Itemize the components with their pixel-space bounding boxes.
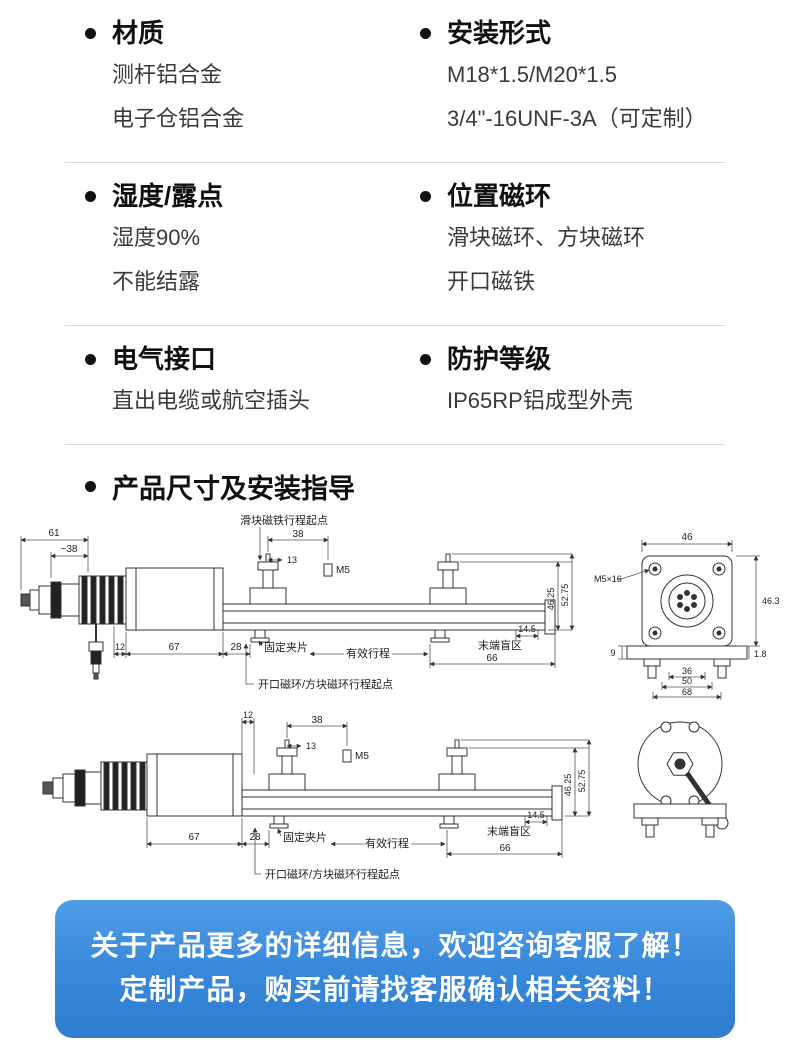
dim-46: 46: [681, 532, 693, 543]
dim-28: 28: [249, 832, 261, 843]
dim-46-25: 46.25: [563, 774, 573, 797]
divider: [65, 162, 725, 163]
dim-50: 50: [682, 676, 692, 686]
spec-line: IP65RP铝成型外壳: [447, 388, 633, 413]
dim-61: 61: [48, 528, 60, 539]
bullet-icon: [85, 481, 96, 492]
spec-line: 湿度90%: [112, 225, 201, 250]
bullet-icon: [420, 27, 431, 39]
spec-line: 直出电缆或航空插头: [112, 388, 311, 413]
dim-38: 38: [311, 715, 323, 726]
dimension-labels: 46 M5×16 46.3 9 1.8 36 50 68: [594, 532, 780, 697]
contact-banner: 关于产品更多的详细信息，欢迎咨询客服了解！ 定制产品，购买前请找客服确认相关资料…: [55, 900, 735, 1038]
spec-row-3: 电气接口 直出电缆或航空插头 防护等级 IP65RP铝成型外壳: [0, 326, 790, 444]
dim-m5: M5: [336, 565, 350, 576]
dim-28: 28: [230, 642, 242, 653]
divider: [65, 444, 725, 445]
clamp-outline: [633, 721, 729, 838]
spec-line: 不能结露: [112, 269, 201, 294]
label-fixing-clip: 固定夹片: [283, 830, 327, 844]
dimension-lines: [20, 527, 575, 685]
drawing-flange-end-view: 46 M5×16 46.3 9 1.8 36 50 68: [594, 532, 780, 700]
spec-protection: 防护等级 IP65RP铝成型外壳: [420, 342, 770, 420]
dim-66: 66: [499, 843, 511, 854]
spec-line: 测杆铝合金: [112, 62, 223, 87]
bullet-icon: [85, 27, 96, 39]
dimension-drawings: 滑块磁铁行程起点 61 ~38 38 13 M5 12 67 28 固定夹片 有…: [0, 512, 790, 890]
spec-title-electrical: 电气接口: [112, 344, 217, 374]
dim-9: 9: [610, 648, 615, 658]
dim-66: 66: [486, 653, 498, 664]
section-title: 产品尺寸及安装指导: [112, 474, 355, 504]
dim-38: 38: [292, 529, 304, 540]
sensor-outline: [20, 553, 556, 680]
spec-line: M18*1.5/M20*1.5: [447, 62, 617, 87]
spec-row-1: 材质 测杆铝合金 电子仓铝合金 安装形式 M18*1.5/M20*1.5 3/4…: [0, 0, 790, 162]
dim-14-5: 14.5: [527, 810, 545, 820]
dim-13: 13: [306, 741, 316, 751]
spec-row-2: 湿度/露点 湿度90% 不能结露 位置磁环 滑块磁环、方块磁环 开口磁铁: [0, 163, 790, 325]
label-fixing-clip: 固定夹片: [264, 640, 308, 654]
drawing-sensor-cable-variant: 滑块磁铁行程起点 61 ~38 38 13 M5 12 67 28 固定夹片 有…: [20, 514, 575, 691]
spec-line: 滑块磁环、方块磁环: [447, 225, 646, 250]
spec-title-humidity: 湿度/露点: [112, 181, 224, 211]
dim-1-8: 1.8: [754, 649, 767, 659]
spec-line: 3/4"-16UNF-3A（可定制）: [447, 106, 707, 131]
drawing-clamp-end-view: [633, 721, 729, 838]
dim-68: 68: [682, 687, 692, 697]
spec-title-magnet-ring: 位置磁环: [447, 181, 552, 211]
spec-line: 开口磁铁: [447, 269, 536, 294]
dim-46-25: 46.25: [546, 588, 556, 611]
label-end-blind-zone: 末端盲区: [478, 638, 522, 652]
spec-magnet-ring: 位置磁环 滑块磁环、方块磁环 开口磁铁: [420, 179, 770, 301]
label-end-blind-zone: 末端盲区: [487, 824, 531, 838]
dim-67: 67: [168, 642, 180, 653]
spec-title-protection: 防护等级: [447, 344, 552, 374]
label-effective-stroke: 有效行程: [365, 836, 409, 850]
drawing-sensor-plug-variant: 12 38 13 M5 67 28 固定夹片 有效行程 末端盲区 14.5 66…: [42, 710, 592, 881]
spec-humidity: 湿度/露点 湿度90% 不能结露: [85, 179, 420, 301]
label-ring-stroke-start: 开口磁环/方块磁环行程起点: [258, 677, 393, 691]
bullet-icon: [420, 353, 431, 365]
dim-13: 13: [287, 555, 297, 565]
dim-67: 67: [188, 832, 200, 843]
spec-mounting: 安装形式 M18*1.5/M20*1.5 3/4"-16UNF-3A（可定制）: [420, 16, 770, 138]
dim-m5x16: M5×16: [594, 574, 622, 584]
dimension-labels: 12 38 13 M5 67 28 固定夹片 有效行程 末端盲区 14.5 66…: [188, 710, 587, 881]
spec-line: 电子仓铝合金: [112, 106, 245, 131]
dim-38-approx: ~38: [61, 544, 78, 555]
dim-52-75: 52.75: [560, 584, 570, 607]
bullet-icon: [420, 190, 431, 202]
dimension-lines: [617, 540, 760, 700]
dim-52-75: 52.75: [577, 770, 587, 793]
dim-m5: M5: [355, 751, 369, 762]
spec-title-material: 材质: [112, 18, 165, 48]
sensor-outline: [42, 739, 563, 829]
dim-46-3: 46.3: [762, 596, 780, 606]
banner-line-1: 关于产品更多的详细信息，欢迎咨询客服了解！: [90, 930, 700, 961]
flange-outline: [626, 555, 748, 679]
bullet-icon: [85, 190, 96, 202]
banner-line-2: 定制产品，购买前请找客服确认相关资料！: [119, 974, 671, 1005]
dim-14-5: 14.5: [518, 624, 536, 634]
bullet-icon: [85, 353, 96, 365]
dim-36: 36: [682, 666, 692, 676]
dimension-lines: [146, 718, 592, 875]
dimension-labels: 滑块磁铁行程起点 61 ~38 38 13 M5 12 67 28 固定夹片 有…: [48, 514, 570, 691]
section-header: 产品尺寸及安装指导: [0, 445, 790, 512]
label-effective-stroke: 有效行程: [346, 646, 390, 660]
spec-electrical: 电气接口 直出电缆或航空插头: [85, 342, 420, 420]
spec-title-mounting: 安装形式: [447, 18, 552, 48]
spec-material: 材质 测杆铝合金 电子仓铝合金: [85, 16, 420, 138]
divider: [65, 325, 725, 326]
label-ring-stroke-start: 开口磁环/方块磁环行程起点: [265, 867, 400, 881]
dim-12: 12: [243, 710, 253, 720]
dim-slider-start: 滑块磁铁行程起点: [240, 514, 328, 527]
dim-12: 12: [115, 642, 125, 652]
